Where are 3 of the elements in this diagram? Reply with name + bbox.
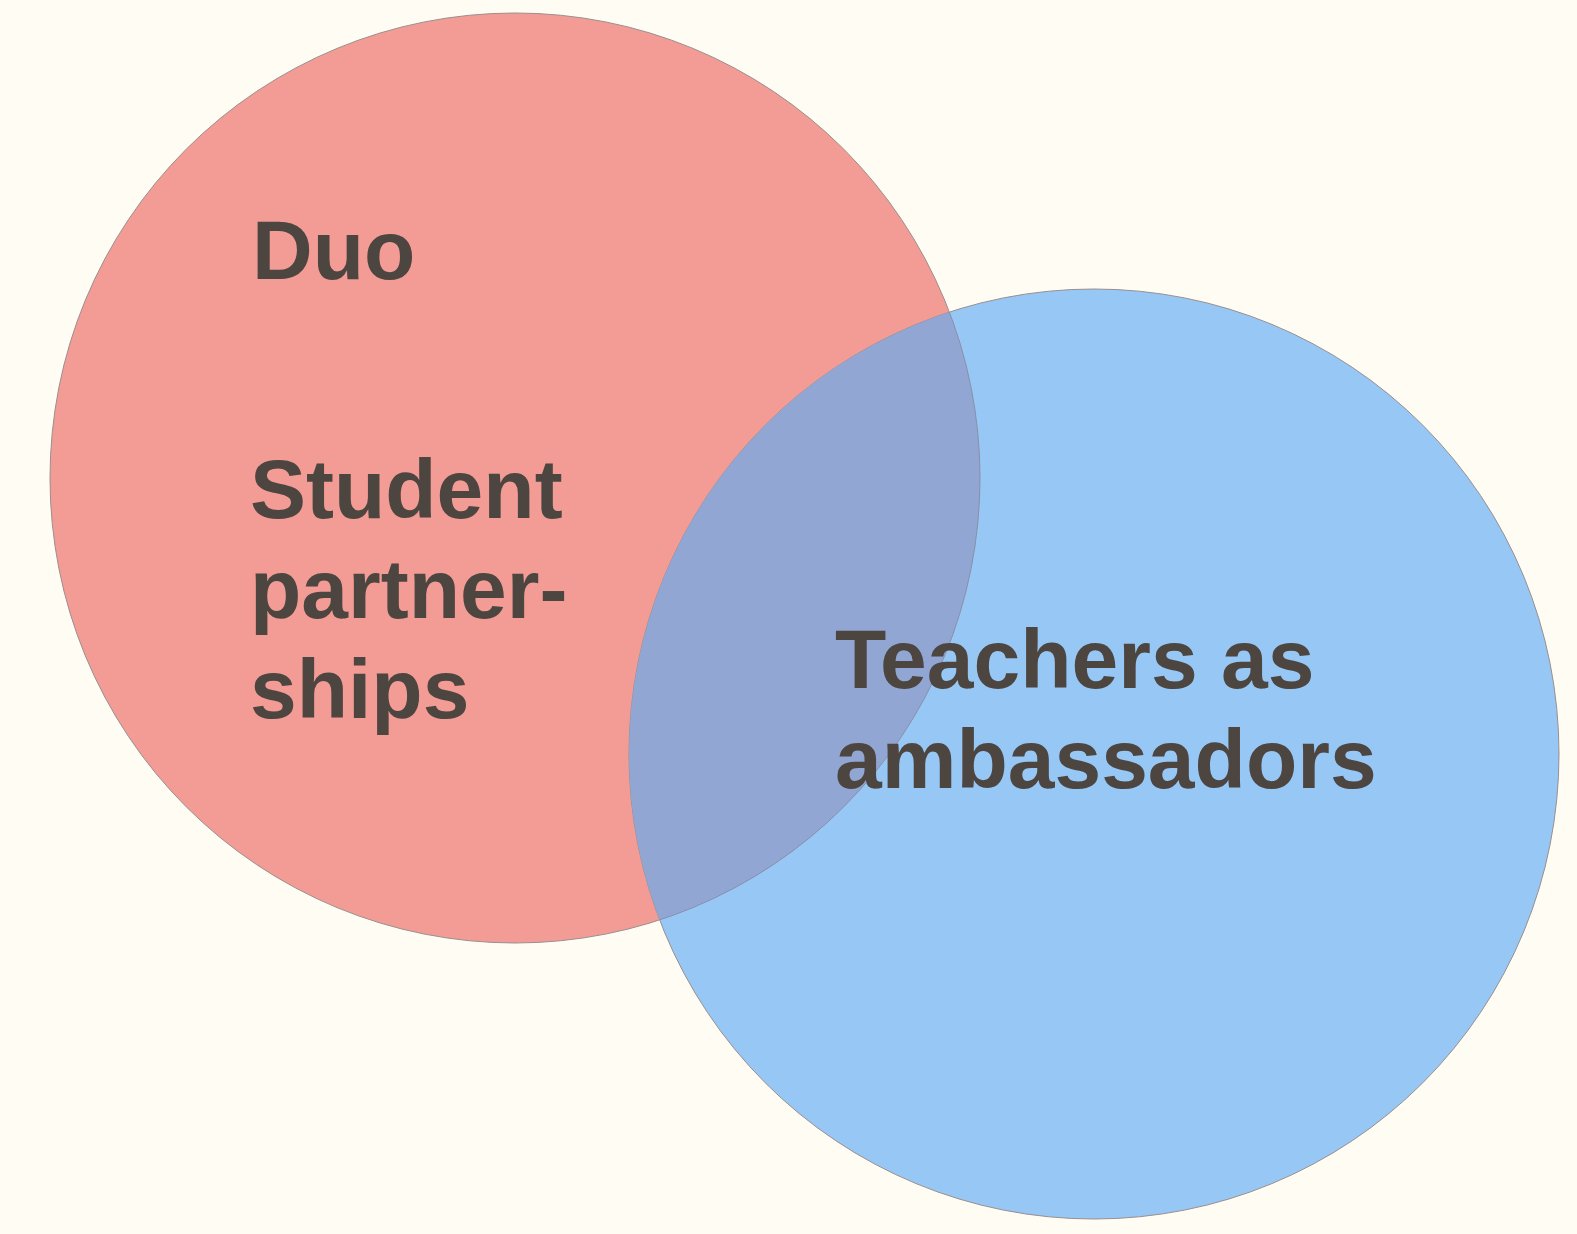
circle-heading: Duo [252,202,417,299]
circle-label: Teachers as ambassadors [835,611,1378,808]
circle-label: Student partner-ships [250,441,569,738]
